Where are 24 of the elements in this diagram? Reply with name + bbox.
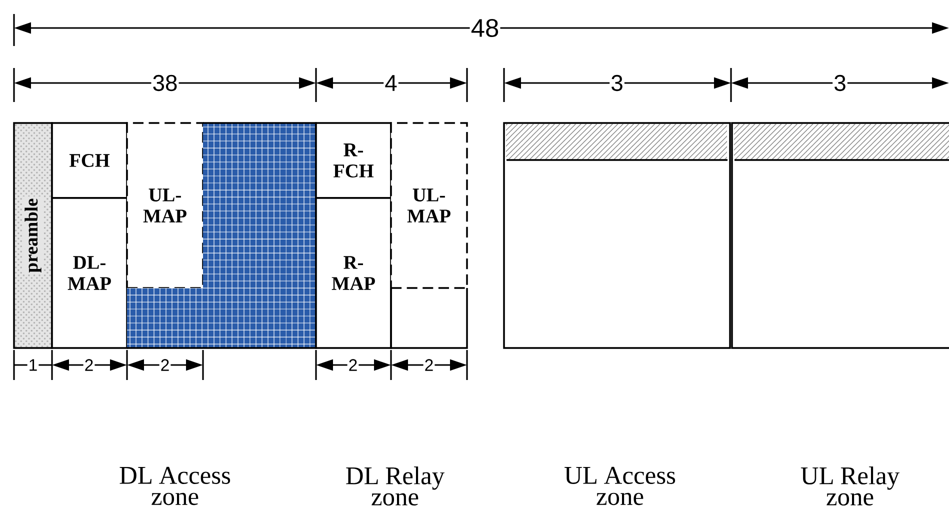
preamble-box: preamble xyxy=(22,196,44,274)
zone-label: DL Access zone xyxy=(120,466,230,506)
dimension-label: 3 xyxy=(832,74,848,92)
hatched-strip xyxy=(506,159,728,161)
field-box: R- FCH xyxy=(315,122,392,199)
field-box: FCH xyxy=(51,122,128,199)
field-box: DL- MAP xyxy=(51,197,128,349)
empty-box xyxy=(390,288,468,349)
zone-box xyxy=(503,122,731,349)
dimension-label: 38 xyxy=(151,74,179,92)
dimension-label: 4 xyxy=(384,74,398,92)
dimension-label: 48 xyxy=(470,18,500,38)
dimension-label: 2 xyxy=(159,358,171,372)
dimension-label: 2 xyxy=(347,358,359,372)
field-box: R- MAP xyxy=(315,197,392,349)
zone-box xyxy=(731,122,949,349)
zone-label: DL Relay zone xyxy=(346,466,445,506)
hatched-strip xyxy=(734,159,949,161)
dimension-label: 1 xyxy=(27,358,39,372)
dimension-label: 2 xyxy=(423,358,435,372)
dimension-label: 3 xyxy=(610,74,624,92)
zone-label: UL Access zone xyxy=(564,466,676,506)
dimension-label: 2 xyxy=(83,358,95,372)
zone-label: UL Relay zone xyxy=(800,466,900,506)
